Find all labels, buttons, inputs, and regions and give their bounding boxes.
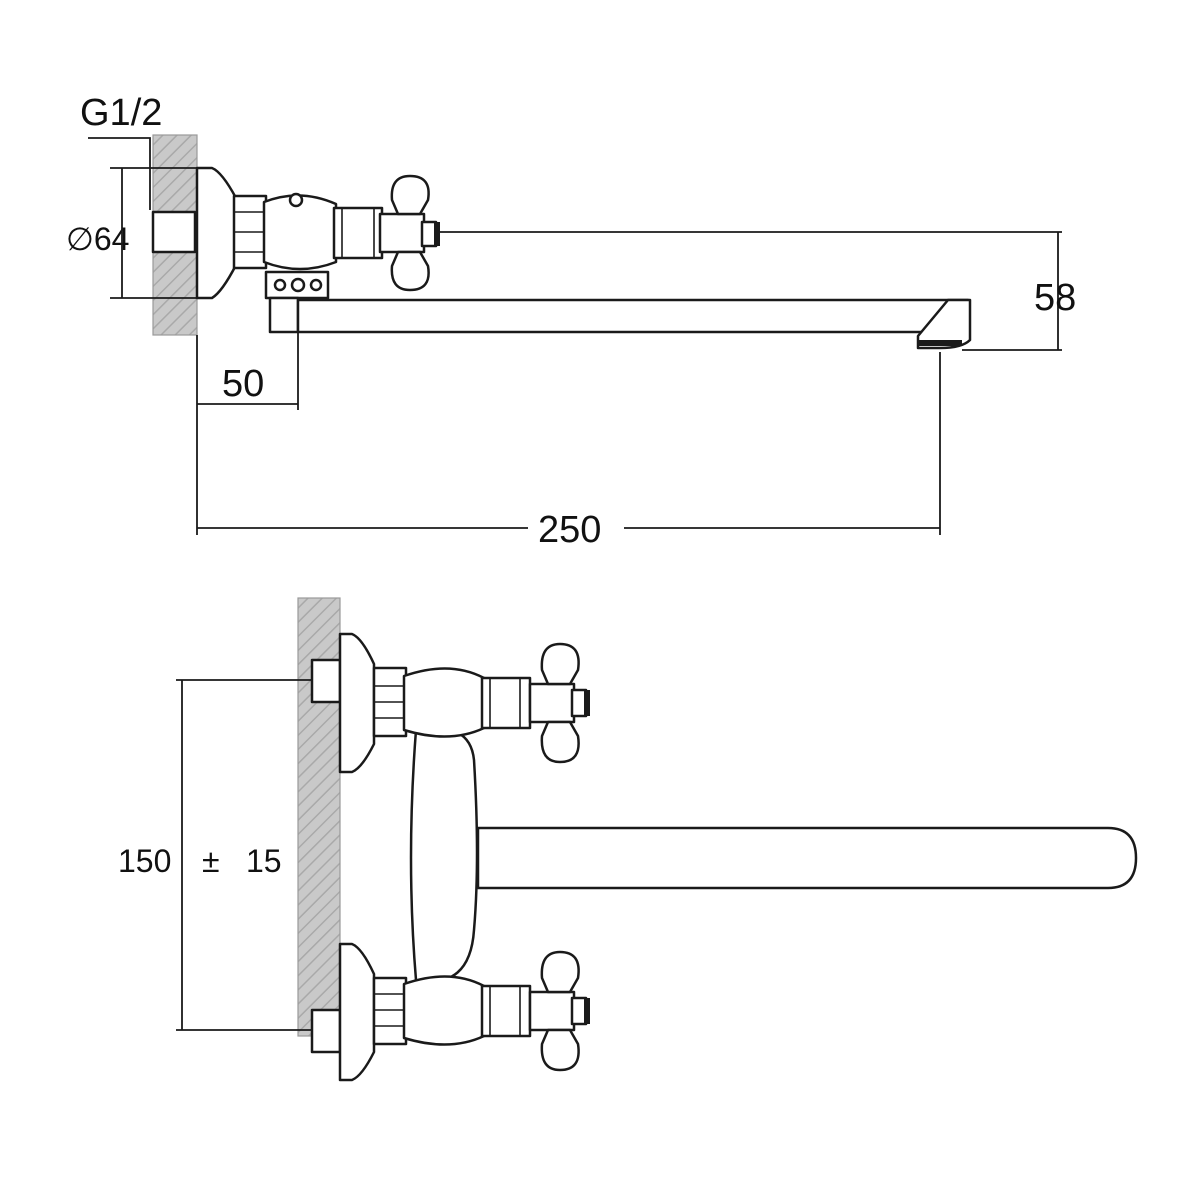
front-lower-inlet — [310, 942, 408, 1082]
side-cross-handle — [378, 174, 440, 292]
front-spout — [476, 826, 1138, 890]
tolerance-label: 15 — [246, 843, 282, 879]
side-spout — [296, 298, 970, 334]
side-valve-body — [262, 194, 338, 271]
height-label: 58 — [1034, 277, 1076, 319]
side-view: G1/2 ∅64 50 250 58 — [66, 92, 1076, 551]
thread-label: G1/2 — [80, 92, 162, 134]
side-spout-base — [268, 296, 300, 334]
front-upper-inlet — [310, 632, 408, 774]
front-view: 150 ± 15 — [118, 597, 1138, 1082]
offset-label: 50 — [222, 363, 264, 405]
reach-label: 250 — [538, 509, 601, 551]
tolerance-sign: ± — [202, 843, 220, 879]
centers-label: 150 — [118, 843, 171, 879]
front-lower-valve-body — [402, 975, 486, 1046]
side-flange — [195, 166, 238, 300]
side-wall-fitting — [151, 210, 197, 254]
front-upper-cross-handle — [528, 642, 590, 764]
front-mixer-body — [409, 726, 479, 983]
side-top-screw — [288, 192, 304, 208]
diameter-label: ∅64 — [66, 221, 129, 257]
front-lower-cross-handle — [528, 950, 590, 1072]
front-upper-valve-body — [402, 667, 486, 738]
side-aerator — [916, 298, 972, 350]
